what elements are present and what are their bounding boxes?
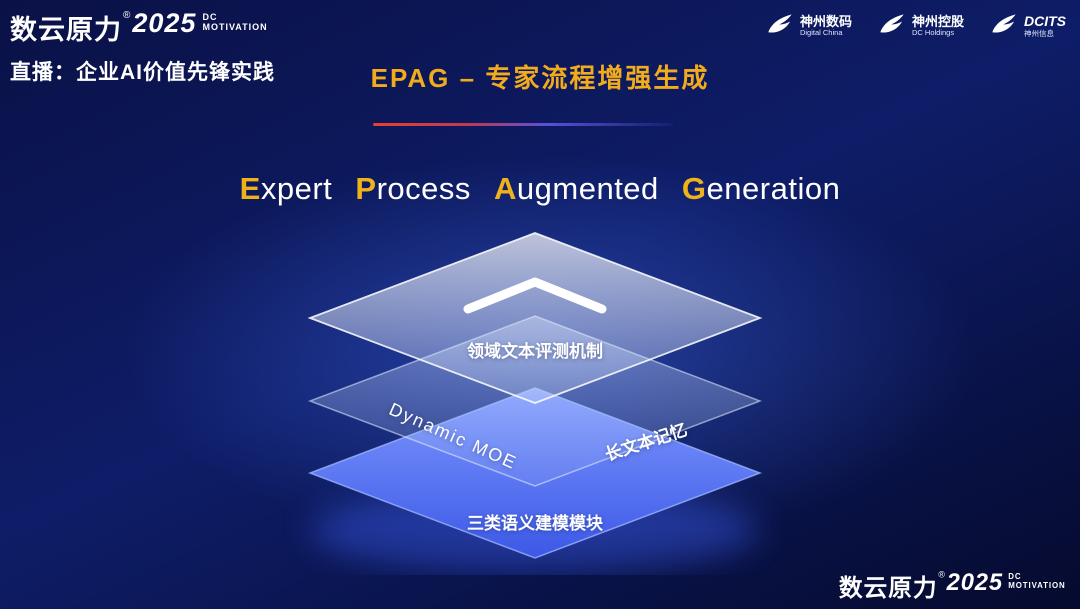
brand-subtitle: DC MOTIVATION [1009, 572, 1066, 590]
logo-subtitle: Digital China [799, 28, 843, 38]
brand-subtitle: DC MOTIVATION [202, 12, 267, 33]
swoosh-icon [768, 14, 792, 33]
brand-year: 2025 [946, 568, 1004, 596]
partner-logos: 神州数码 Digital China 神州控股 DC Holdings DCIT… [766, 12, 1066, 40]
brand-year: 2025 [132, 8, 197, 38]
logo-name: 神州数码 [799, 13, 852, 29]
swoosh-icon [992, 14, 1016, 33]
swoosh-icon [880, 14, 904, 33]
live-stream-label: 直播：企业AI价值先锋实践 [10, 61, 275, 84]
brand-name: 数云原力 [839, 574, 938, 602]
brand-logo-bottom: 数云原力 ® 2025 DC MOTIVATION [839, 569, 1066, 603]
logo-dcits: DCITS 神州信息 [990, 12, 1066, 40]
registered-mark: ® [938, 570, 946, 581]
gradient-divider [373, 123, 673, 126]
layer-stack-graphic [307, 232, 763, 572]
layer-bottom-label: 三类语义建模模块 [467, 514, 603, 533]
page-title: Expert Process Augmented Generation [239, 170, 841, 206]
logo-subtitle: 神州信息 [1024, 28, 1054, 38]
registered-mark: ® [123, 10, 131, 21]
logo-dc-holdings: 神州控股 DC Holdings [878, 12, 964, 40]
logo-digital-china: 神州数码 Digital China [766, 12, 852, 40]
brand-name: 数云原力 [10, 15, 122, 45]
layer-stack-diagram: 领域文本评测机制 Dynamic MOE 长文本记忆 三类语义建模模块 [250, 225, 820, 575]
slide-title: EPAG – 专家流程增强生成 [370, 63, 710, 93]
logo-subtitle: DC Holdings [911, 28, 955, 38]
brand-sub-bottom: MOTIVATION [202, 22, 268, 33]
layer-top-label: 领域文本评测机制 [467, 342, 603, 361]
logo-name: DCITS [1024, 13, 1066, 30]
brand-sub-top: DC [202, 12, 218, 22]
chevron-up-icon [463, 277, 607, 314]
logo-name: 神州控股 [911, 13, 964, 29]
layer-top-shape [307, 232, 763, 404]
brand-logo-top: 数云原力 ® 2025 DC MOTIVATION [10, 8, 268, 47]
brand-sub-bottom: MOTIVATION [1008, 581, 1066, 591]
brand-sub-top: DC [1008, 572, 1022, 581]
